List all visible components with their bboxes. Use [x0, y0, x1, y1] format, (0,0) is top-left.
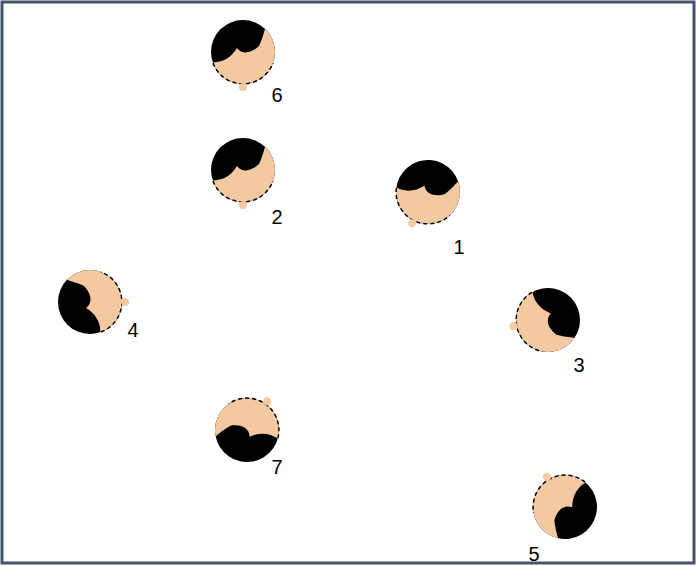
head-figure: [201, 378, 298, 476]
callout-number: 4: [127, 320, 138, 340]
callout-number: 2: [271, 207, 282, 227]
head-figure: [380, 148, 473, 243]
callout-number: 6: [271, 85, 282, 105]
head-figure: [209, 20, 277, 92]
head-figure: [503, 281, 586, 360]
callout-number: 3: [573, 355, 584, 375]
head-figure: [58, 268, 130, 336]
callout-number: 1: [453, 237, 464, 257]
head-figure: [515, 455, 610, 552]
callout-number: 7: [271, 457, 282, 477]
callout-number: 5: [528, 544, 539, 564]
head-figure: [209, 138, 277, 210]
